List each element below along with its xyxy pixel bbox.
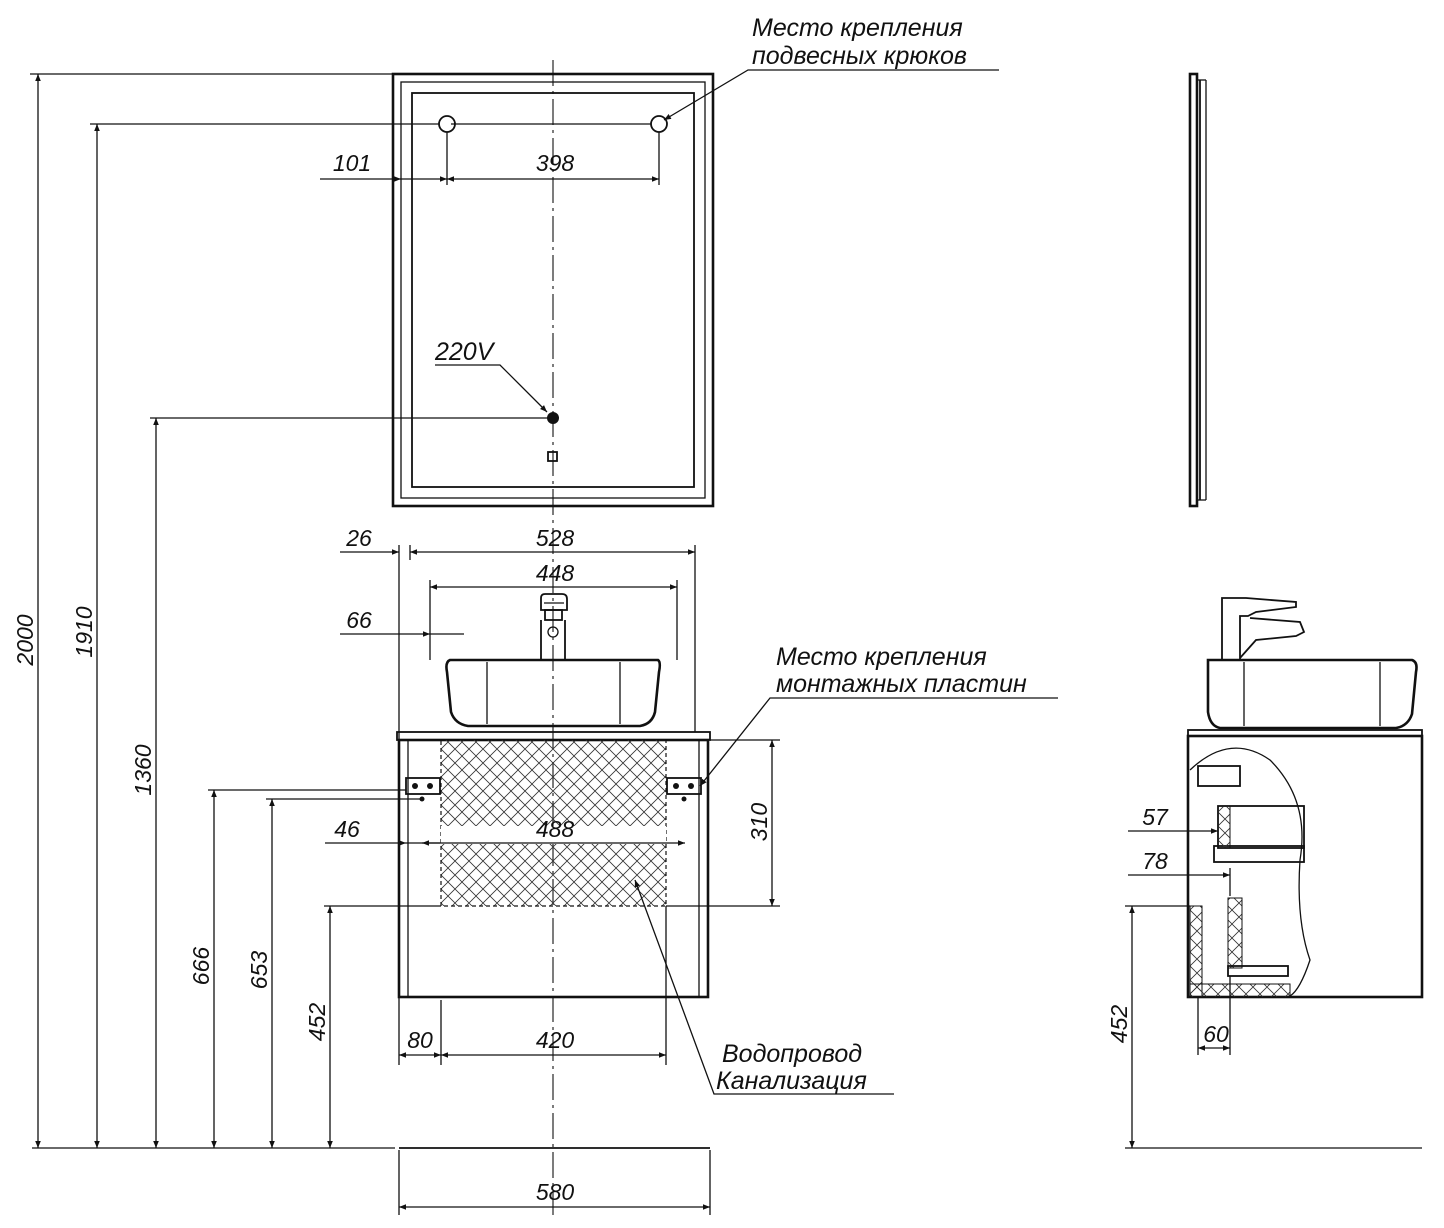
dim-plate-offset: 46 — [334, 816, 360, 842]
dim-pipe-zone-width: 420 — [536, 1027, 575, 1053]
plates-label-line1: Место крепления — [776, 643, 987, 671]
plates-label-line2: монтажных пластин — [776, 670, 1027, 698]
dim-mirror-edge-offset: 101 — [333, 150, 371, 176]
dim-side-pipe-height: 452 — [1106, 1005, 1132, 1044]
extension-lines — [30, 73, 1231, 1215]
dim-countertop-overhang: 26 — [345, 525, 372, 551]
dim-cabinet-width: 528 — [536, 525, 575, 551]
power-label: 220V — [434, 338, 496, 366]
hook-mount-right-icon — [650, 115, 668, 133]
hooks-label-line2: подвесных крюков — [752, 42, 967, 70]
dimension-lines — [35, 74, 1230, 1210]
dim-hook-spacing: 398 — [536, 150, 575, 176]
dim-plate-spacing: 488 — [536, 816, 575, 842]
mirror-front-view — [391, 72, 715, 508]
hooks-label-line1: Место крепления — [752, 14, 963, 42]
mount-plate-left-icon — [405, 777, 441, 802]
dim-hook-height: 1910 — [71, 606, 97, 657]
vanity-front-view — [396, 593, 711, 999]
dim-plate-height-inner: 653 — [246, 951, 272, 990]
power-outlet-icon — [547, 412, 559, 424]
pipe-zone — [440, 739, 667, 907]
dim-basin-offset: 66 — [346, 607, 372, 633]
dim-side-depth-78: 78 — [1142, 848, 1168, 874]
dim-basin-width: 448 — [536, 560, 575, 586]
mount-plate-right-icon — [666, 777, 702, 802]
mirror-side-view — [1188, 72, 1207, 508]
pipes-label-line1: Водопровод — [722, 1040, 862, 1068]
dim-side-depth-57: 57 — [1142, 804, 1169, 830]
dim-plate-height-outer: 666 — [188, 947, 214, 986]
dim-side-depth-60: 60 — [1203, 1021, 1229, 1047]
pipes-label-line2: Канализация — [716, 1067, 867, 1095]
dim-pipe-zone-height: 310 — [746, 803, 772, 842]
dim-socket-height: 1360 — [130, 744, 156, 795]
dim-total-height: 2000 — [12, 614, 38, 666]
dim-pipe-zone-bottom: 452 — [304, 1003, 330, 1042]
leader-lines — [435, 69, 1058, 1095]
vanity-side-view — [1186, 597, 1424, 1149]
dim-pipe-zone-offset: 80 — [407, 1027, 433, 1053]
dim-overall-width: 580 — [536, 1179, 575, 1205]
touch-switch-icon — [547, 451, 558, 462]
